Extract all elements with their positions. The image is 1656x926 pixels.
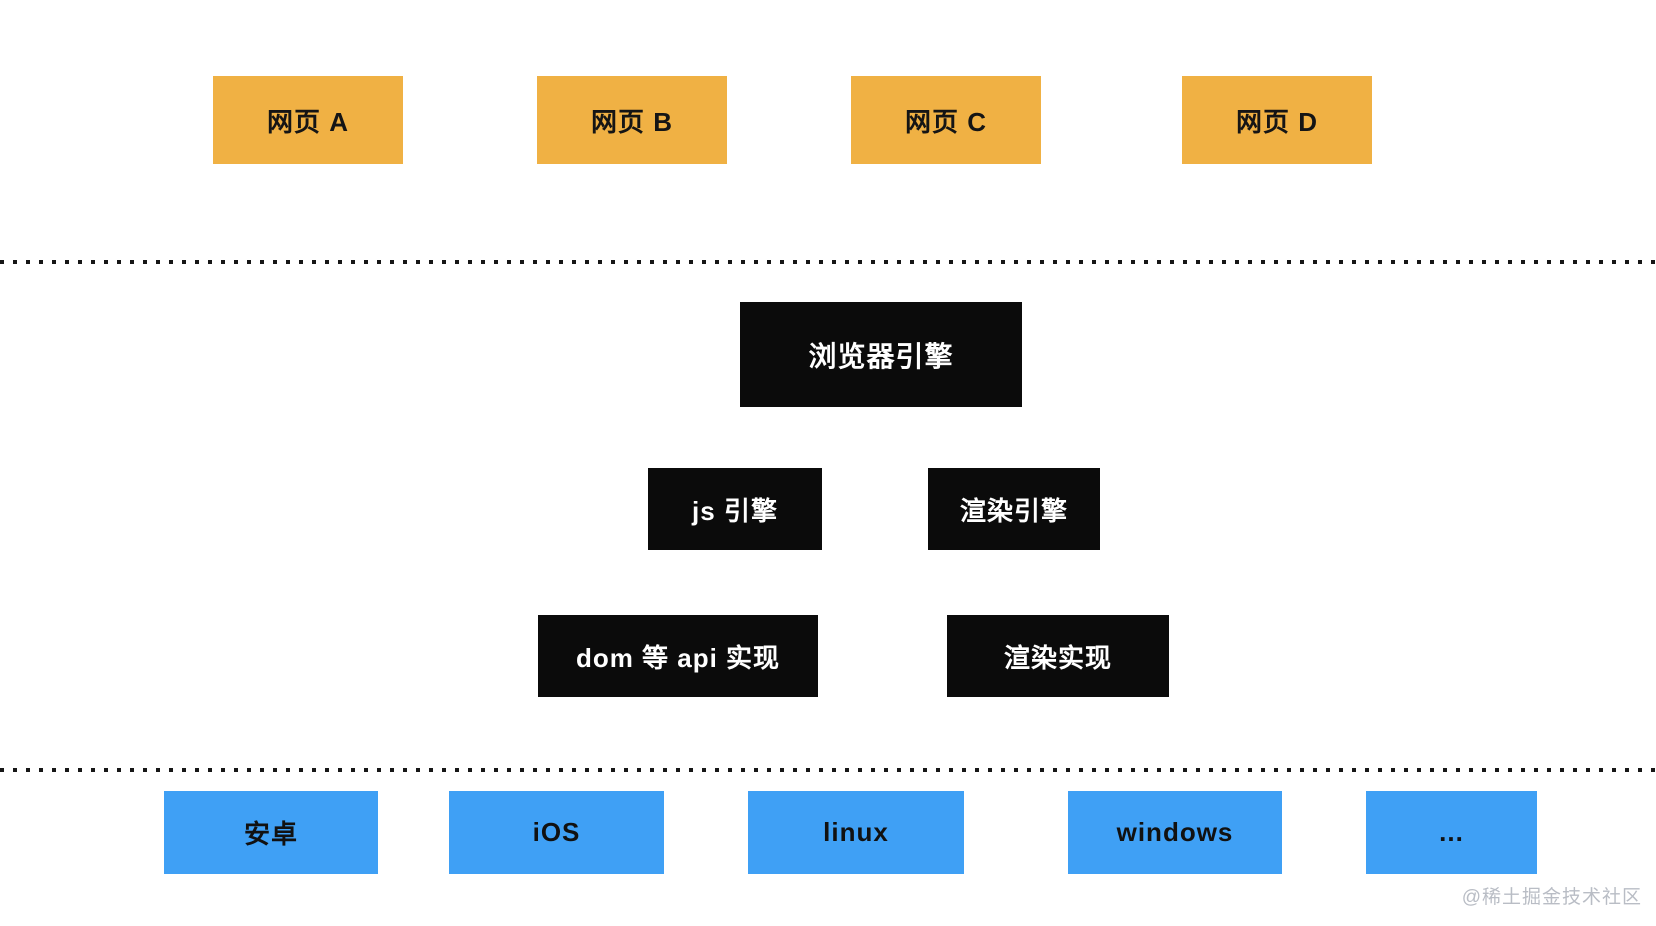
web-page-c-box: 网页 C: [851, 76, 1041, 164]
os-ios-box: iOS: [449, 791, 664, 874]
watermark-text: @稀土掘金技术社区: [1461, 887, 1642, 908]
render-impl-box: 渲染实现: [947, 615, 1169, 697]
os-more-box: ...: [1366, 791, 1537, 874]
dom-api-impl-box: dom 等 api 实现: [538, 615, 818, 697]
js-engine-box: js 引擎: [648, 468, 822, 550]
os-android-box: 安卓: [164, 791, 378, 874]
web-page-d-box: 网页 D: [1182, 76, 1372, 164]
os-linux-box: linux: [748, 791, 964, 874]
browser-engine-box: 浏览器引擎: [740, 302, 1022, 407]
web-page-b-box: 网页 B: [537, 76, 727, 164]
render-engine-box: 渲染引擎: [928, 468, 1100, 550]
web-page-a-box: 网页 A: [213, 76, 403, 164]
dotted-divider-bottom: [0, 768, 1656, 772]
os-windows-box: windows: [1068, 791, 1282, 874]
dotted-divider-top: [0, 260, 1656, 264]
